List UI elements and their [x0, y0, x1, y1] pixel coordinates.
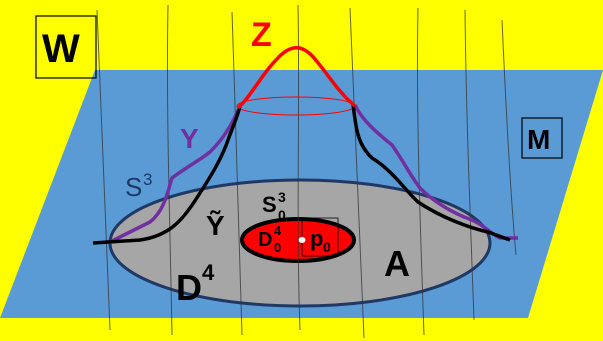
- label-p0-sub: 0: [323, 239, 331, 255]
- m-box: [521, 117, 563, 159]
- fiber-line: [416, 7, 425, 336]
- label-s3-0-base: S: [262, 192, 277, 217]
- label-d4: D 4: [176, 260, 215, 308]
- fiber-line: [231, 11, 243, 336]
- curve-ytilde: [92, 103, 511, 245]
- fiber-line: [166, 4, 173, 336]
- label-y: Y: [180, 123, 199, 154]
- label-s3-0: S 3 0: [262, 182, 292, 223]
- label-p0: p 0: [310, 226, 331, 255]
- label-d4-0-base: D: [258, 229, 272, 251]
- label-m: M: [527, 124, 550, 155]
- curve-z: [236, 46, 357, 110]
- w-box: [35, 15, 97, 79]
- label-z: Z: [251, 16, 272, 54]
- label-s3-0-sup: 3: [278, 189, 286, 205]
- label-d4-base: D: [176, 267, 202, 308]
- fiber-line: [349, 7, 365, 339]
- point-p0: [298, 237, 306, 243]
- label-d4-0: D 4 0: [258, 218, 287, 255]
- label-s3: S 3: [125, 170, 152, 202]
- label-s3-0-sub: 0: [278, 207, 286, 223]
- label-d4-sup: 4: [202, 260, 215, 285]
- curve-y: [107, 104, 518, 245]
- label-d4-0-sub: 0: [274, 240, 281, 255]
- label-s3-sup: 3: [143, 170, 152, 189]
- label-ytilde: Ỹ: [206, 210, 225, 241]
- label-a: A: [384, 243, 410, 284]
- fiber-line: [464, 9, 475, 321]
- label-s3-base: S: [125, 172, 142, 202]
- label-d4-0-sup: 4: [274, 223, 282, 238]
- fiber-line: [501, 19, 517, 256]
- label-p0-base: p: [310, 226, 323, 251]
- label-w: W: [42, 27, 80, 71]
